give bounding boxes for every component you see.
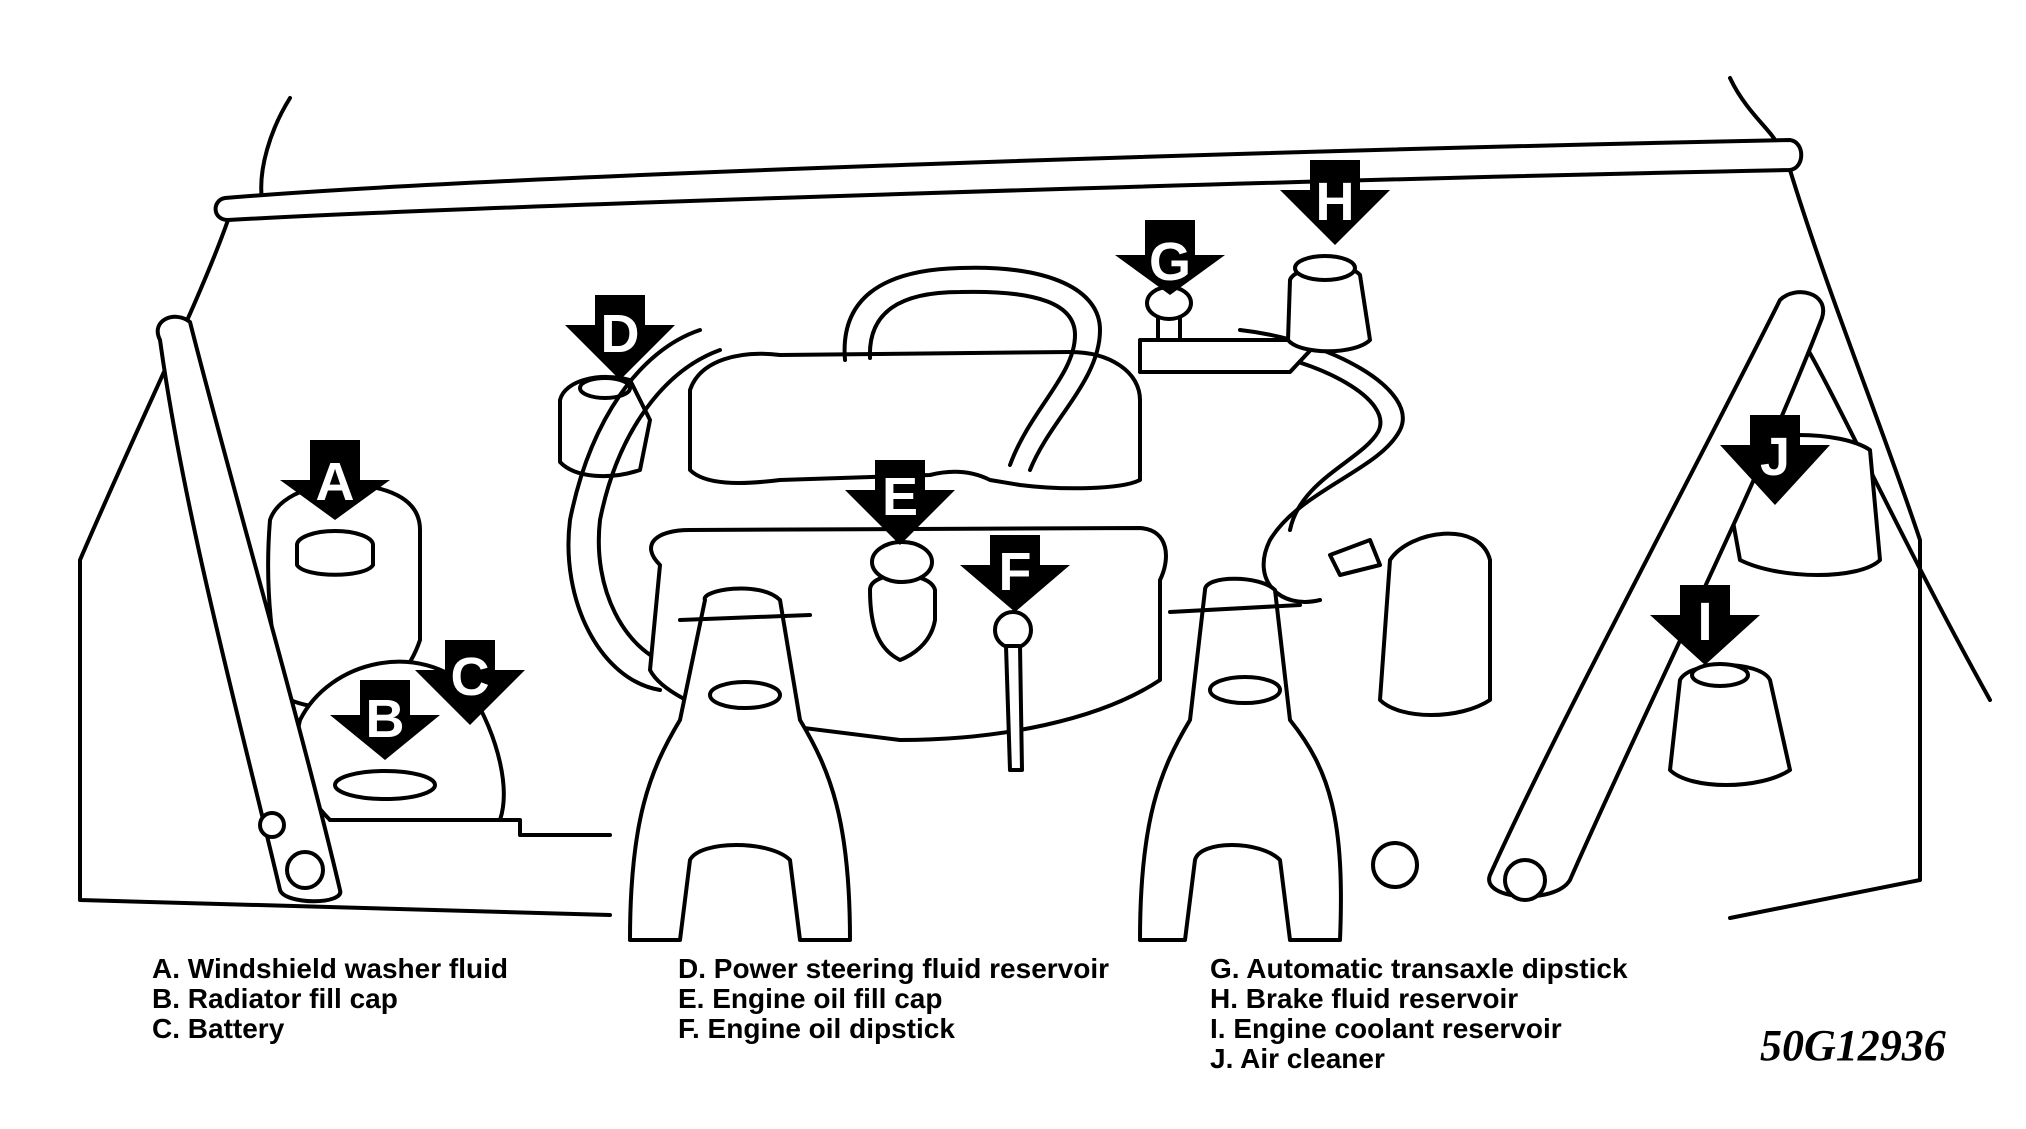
air-intake-duct [1378, 531, 1492, 717]
callout-f-letter: F [999, 542, 1032, 602]
right-fender [1728, 168, 1922, 920]
left-bolt-rod [678, 613, 812, 622]
callout-b: B [330, 680, 440, 760]
legend-item-f: F. Engine oil dipstick [678, 1013, 955, 1044]
right-bolt-rod [1168, 603, 1302, 614]
intake-hose [1328, 538, 1382, 577]
legend-item-e: E. Engine oil fill cap [678, 983, 943, 1014]
callout-h: H [1280, 160, 1390, 245]
left-rod-bolt [285, 850, 325, 890]
oil-fill-cap-top [870, 540, 934, 584]
oil-dipstick-tube [1004, 644, 1024, 772]
power-steering-cap [578, 376, 632, 400]
figure-id: 50G12936 [1760, 1021, 1946, 1070]
hood-right-edge [1728, 76, 1777, 142]
center-plug [1371, 841, 1419, 889]
callout-c-letter: C [451, 647, 490, 707]
callout-a-arrow [280, 440, 390, 520]
power-steering-reservoir [558, 375, 652, 479]
callout-i: I [1650, 585, 1760, 665]
hood-left-edge [259, 96, 292, 202]
callout-a: A [280, 440, 390, 520]
callout-d-arrow [565, 295, 675, 380]
callout-d-letter: D [601, 304, 640, 364]
legend-column-3: G. Automatic transaxle dipstick H. Brake… [1210, 954, 1628, 1074]
callout-d: D [565, 295, 675, 380]
cowl-seal [213, 138, 1804, 222]
callout-g-arrow [1115, 220, 1225, 295]
callout-h-arrow [1280, 160, 1390, 245]
callout-c-arrow [415, 640, 525, 725]
callout-b-arrow [330, 680, 440, 760]
left-hose-inner [596, 348, 722, 667]
callout-i-letter: I [1697, 592, 1712, 652]
right-lift-bracket [1138, 576, 1343, 942]
legend-item-g: G. Automatic transaxle dipstick [1210, 953, 1628, 984]
right-bracket-hole [1208, 675, 1282, 705]
callout-f-arrow [960, 535, 1070, 612]
callout-e: E [845, 460, 955, 545]
legend-item-b: B. Radiator fill cap [152, 983, 398, 1014]
callout-f: F [960, 535, 1070, 612]
left-hose [566, 328, 702, 692]
radiator-cap [333, 769, 437, 801]
legend-column-1: A. Windshield washer fluid B. Radiator f… [152, 954, 508, 1044]
callout-i-arrow [1650, 585, 1760, 665]
callout-g: G [1115, 220, 1225, 295]
upper-hose-loop [842, 265, 1102, 472]
legend-column-2: D. Power steering fluid reservoir E. Eng… [678, 954, 1109, 1044]
callout-c: C [415, 640, 525, 725]
brake-reservoir-cap [1293, 254, 1357, 282]
callout-a-letter: A [316, 452, 355, 512]
callout-j-arrow [1720, 415, 1830, 505]
right-hose [1238, 328, 1405, 604]
right-rod-bolt [1503, 858, 1547, 902]
callout-e-letter: E [882, 467, 918, 527]
upper-hose-loop-inner [867, 289, 1077, 467]
legend-item-i: I. Engine coolant reservoir [1210, 1013, 1562, 1044]
callout-g-letter: G [1149, 232, 1191, 292]
callout-b-letter: B [366, 689, 405, 749]
left-support-rod [155, 314, 343, 904]
transaxle-bracket [1138, 338, 1322, 374]
washer-cap-side [295, 545, 375, 577]
oil-dipstick-ring [993, 610, 1033, 650]
left-bracket-hole [708, 680, 782, 710]
legend-item-h: H. Brake fluid reservoir [1210, 983, 1519, 1014]
right-hose-inner [1243, 348, 1383, 532]
legend-item-j: J. Air cleaner [1210, 1043, 1385, 1074]
radiator-lower [328, 818, 612, 837]
left-small-bolt [258, 811, 286, 839]
callout-j-letter: J [1760, 427, 1790, 487]
legend-item-c: C. Battery [152, 1013, 285, 1044]
callout-h-letter: H [1316, 172, 1355, 232]
callout-e-arrow [845, 460, 955, 545]
engine-cover [688, 350, 1142, 491]
left-lift-bracket [628, 586, 852, 942]
left-fender [78, 218, 612, 917]
legend-item-d: D. Power steering fluid reservoir [678, 953, 1110, 984]
right-support-rod [1487, 290, 1826, 899]
coolant-reservoir-cap [1690, 662, 1750, 688]
callout-j: J [1720, 415, 1830, 505]
legend-item-a: A. Windshield washer fluid [152, 953, 509, 984]
